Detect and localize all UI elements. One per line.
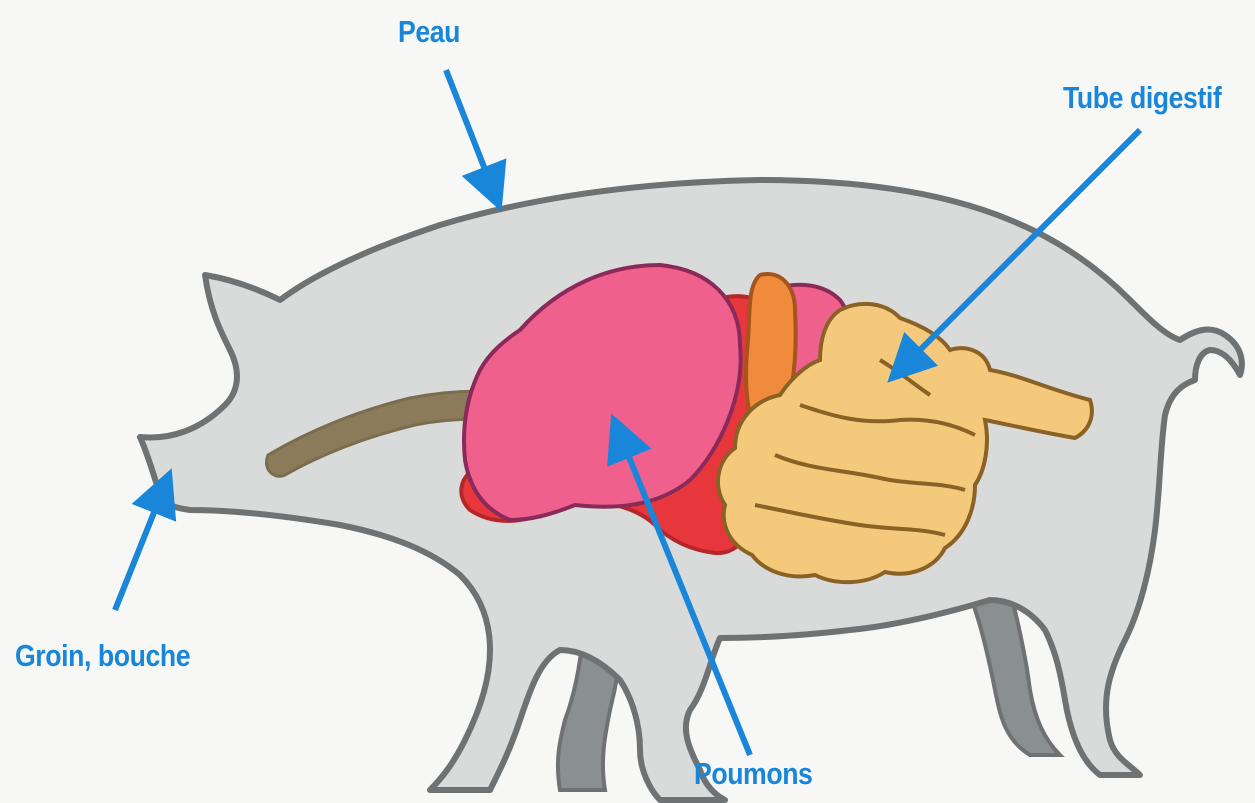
label-poumons: Poumons <box>694 756 812 792</box>
label-groin-bouche: Groin, bouche <box>15 638 190 674</box>
arrow-peau <box>446 70 495 195</box>
label-peau: Peau <box>398 14 460 50</box>
label-tube-digestif: Tube digestif <box>1063 80 1221 116</box>
arrow-groin-bouche <box>115 485 165 610</box>
